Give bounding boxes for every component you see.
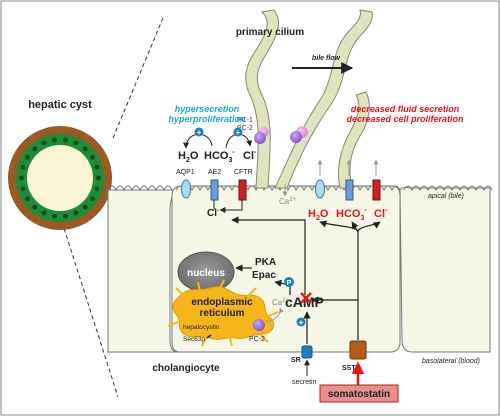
endoplasmic-reticulum bbox=[172, 286, 275, 340]
pka-label: PKA bbox=[255, 257, 276, 268]
sstr-to-cl bbox=[357, 221, 381, 233]
er-tendrils bbox=[167, 279, 279, 347]
aqp1-channel-right bbox=[315, 179, 325, 199]
decreased-fluid-label: decreased fluid secretion bbox=[351, 104, 460, 114]
cl-left: Cl- bbox=[243, 149, 257, 162]
camp-to-cftr-arrow bbox=[231, 216, 306, 295]
cyst-cell-nucleus bbox=[94, 164, 100, 170]
cyst-cell-nucleus bbox=[82, 146, 88, 152]
inhibition-x bbox=[300, 292, 312, 304]
cholangiocyte-label: cholangiocyte bbox=[152, 363, 220, 374]
cl-inside: Cl- bbox=[207, 208, 219, 219]
sr-receptor bbox=[301, 345, 313, 359]
ae2-label: AE2 bbox=[208, 169, 221, 176]
cilium-short bbox=[337, 91, 370, 189]
aqp1-label: AQP1 bbox=[176, 169, 195, 176]
h2o-right: H2O bbox=[308, 208, 329, 222]
ca-er-arrow bbox=[265, 307, 284, 323]
pc2-er-label: PC-2 bbox=[249, 336, 265, 343]
cilium-right bbox=[274, 9, 373, 189]
svg-text:P: P bbox=[287, 280, 292, 287]
cftr-channel bbox=[238, 179, 247, 201]
cyst-cell-nucleus bbox=[90, 196, 95, 202]
cyst-cell-nucleus bbox=[63, 213, 68, 219]
nucleus-label: nucleus bbox=[187, 268, 225, 279]
cftr-to-cl-arrow bbox=[219, 200, 243, 213]
apical-label: apical (bile) bbox=[428, 193, 464, 200]
sr-label: SR bbox=[291, 357, 301, 364]
decreased-prolif-label: decreased cell proliferation bbox=[346, 114, 464, 124]
cyst-cell-nucleus bbox=[96, 175, 101, 181]
sstr-label: SSTR bbox=[342, 365, 361, 372]
cyst-cell-nucleus bbox=[41, 140, 47, 146]
cl-right: Cl- bbox=[374, 207, 388, 220]
cyst-cell-nucleus bbox=[82, 204, 88, 210]
sec63p-label: Sec63p bbox=[183, 336, 205, 343]
hco3-left: HCO3- bbox=[204, 149, 235, 164]
aqp1-channel bbox=[181, 179, 191, 199]
zoom-line-top bbox=[112, 17, 164, 139]
cyst-cell-nucleus bbox=[20, 186, 26, 192]
svg-text:+: + bbox=[197, 128, 202, 137]
er-label-line2: reticulum bbox=[199, 308, 244, 319]
basolateral-label: basolateral (blood) bbox=[422, 358, 480, 365]
cilium-left bbox=[245, 9, 279, 189]
plus-badge-2 bbox=[233, 127, 243, 137]
cftr-label: CFTR bbox=[234, 169, 253, 176]
pc1-label: PC-1 bbox=[237, 117, 253, 124]
h2o-left: H2O bbox=[178, 150, 199, 164]
cyst-cell-nucleus bbox=[73, 210, 79, 216]
cyst-cell-nucleus bbox=[41, 210, 47, 216]
secretin-label: secretin bbox=[292, 379, 317, 386]
p-badge bbox=[284, 277, 294, 287]
right-neighbor-cell bbox=[399, 186, 491, 353]
cyst-cell-nucleus bbox=[19, 175, 24, 181]
epac-label: Epac bbox=[252, 270, 276, 281]
cyst-cell-nucleus bbox=[25, 196, 30, 202]
cftr-channel-right bbox=[372, 179, 381, 201]
ca-label-er: Ca2+ bbox=[272, 298, 290, 307]
left-neighbor-cell bbox=[107, 189, 179, 353]
cyst-cell-nucleus bbox=[52, 213, 57, 219]
hco3-right: HCO3- bbox=[336, 207, 367, 222]
cyst-cell-nucleus bbox=[25, 154, 30, 160]
cyst-cell-nucleus bbox=[52, 137, 57, 143]
cyst-cell-nucleus bbox=[90, 154, 95, 160]
hypersecretion-label: hypersecretion bbox=[175, 104, 240, 114]
plus-badge-sr bbox=[296, 317, 306, 327]
cyst-cell-nucleus bbox=[32, 204, 38, 210]
cyst-cell-nucleus bbox=[32, 146, 38, 152]
sstr-receptor bbox=[349, 340, 367, 360]
cyst-cell-nucleus bbox=[63, 137, 68, 143]
ae2-channel bbox=[210, 179, 219, 201]
hepatic-cyst-label: hepatic cyst bbox=[28, 99, 92, 111]
pc2-protein-right bbox=[290, 131, 302, 143]
bile-flow-label: bile flow bbox=[312, 55, 341, 62]
primary-cilium-label: primary cilium bbox=[236, 27, 304, 38]
pc2-label: PC-2 bbox=[237, 125, 253, 132]
hepatic-cyst bbox=[8, 126, 112, 230]
somatostatin-label: somatostatin bbox=[328, 389, 390, 400]
sec63p-marker bbox=[206, 334, 212, 339]
cyst-cell-nucleus bbox=[20, 164, 26, 170]
pc2-er-protein bbox=[253, 319, 265, 331]
zoom-line-bottom bbox=[61, 221, 119, 398]
svg-text:+: + bbox=[236, 128, 241, 137]
cyst-cell-nucleus bbox=[94, 186, 100, 192]
pc2-protein bbox=[254, 132, 266, 144]
er-label-line1: endoplasmic bbox=[191, 297, 253, 308]
hyperproliferation-label: hyperproliferation bbox=[168, 114, 246, 124]
hepatocystin-label: hepatocystin bbox=[183, 324, 220, 331]
plus-badge-1 bbox=[194, 127, 204, 137]
cyst-cell-nucleus bbox=[73, 140, 79, 146]
ca-label-top: Ca2+ bbox=[279, 197, 297, 206]
svg-text:+: + bbox=[299, 318, 304, 327]
sstr-to-hco3 bbox=[351, 221, 359, 233]
ae2-channel-right bbox=[345, 179, 354, 201]
